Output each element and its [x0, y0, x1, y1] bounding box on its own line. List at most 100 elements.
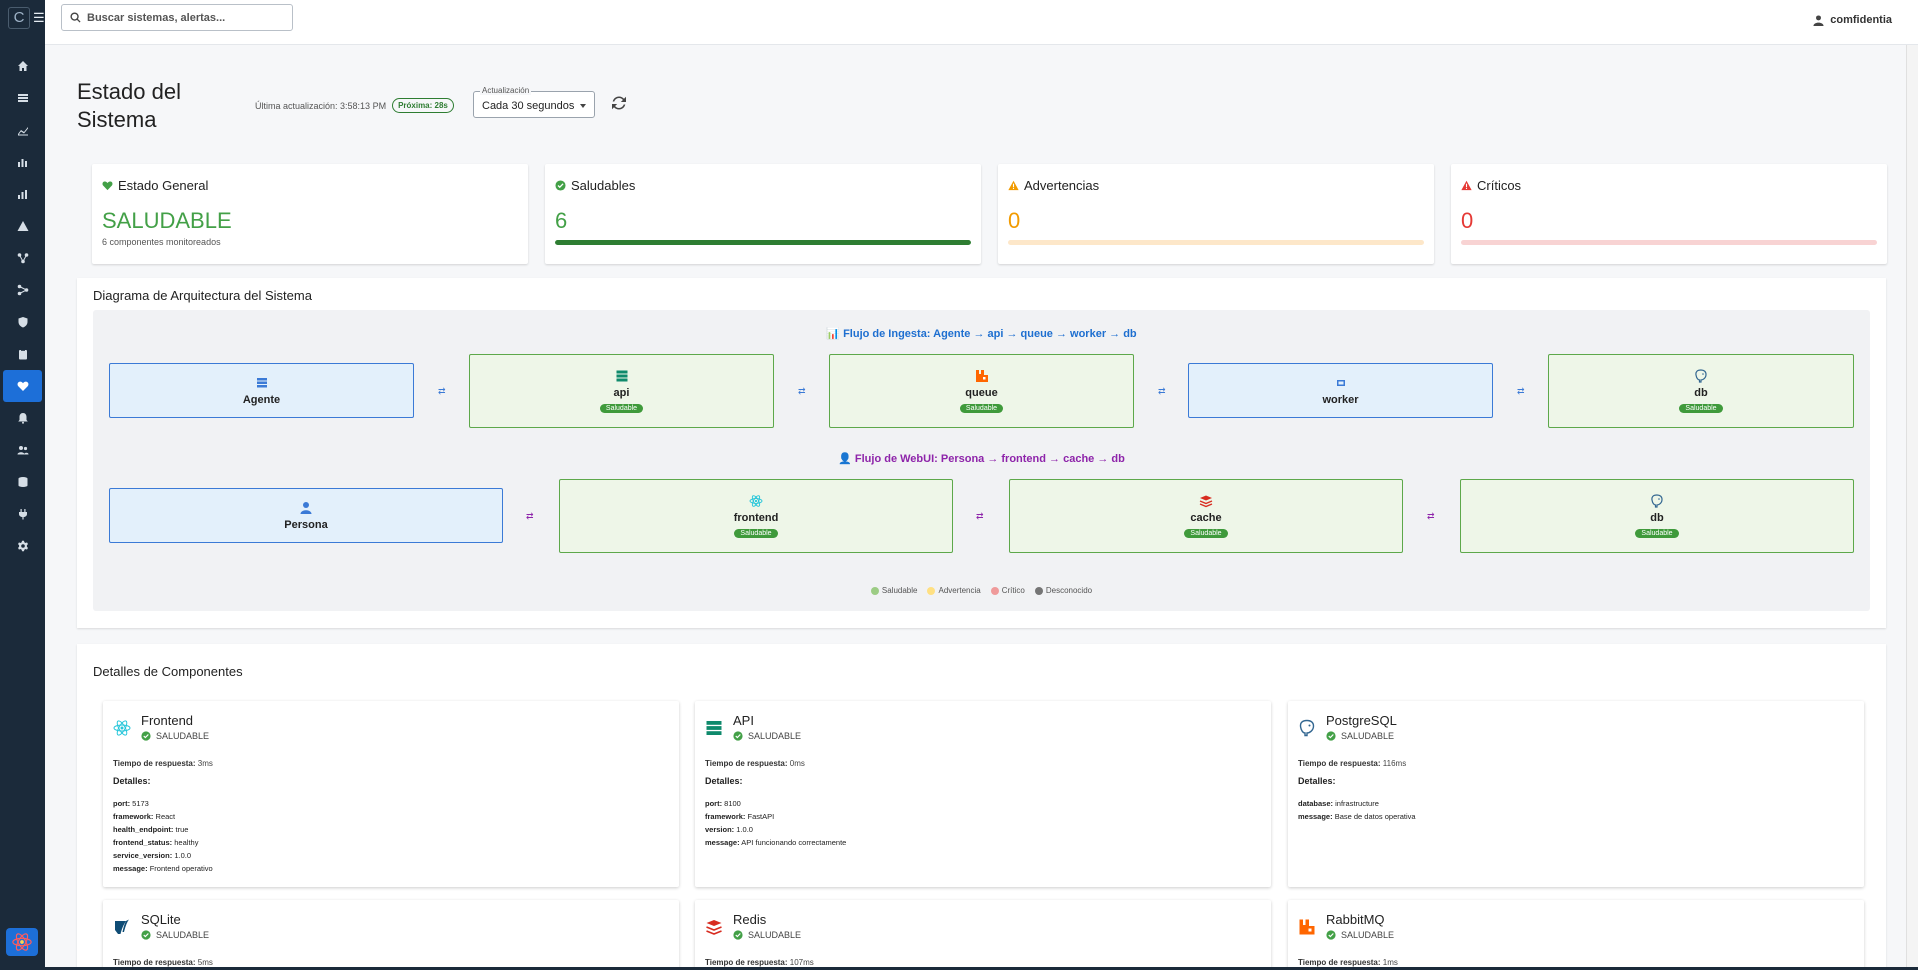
component-status: SALUDABLE — [141, 731, 209, 741]
component-card-frontend[interactable]: Frontend SALUDABLE Tiempo de respuesta: … — [103, 701, 679, 887]
response-value: 5ms — [197, 958, 213, 967]
response-value: 0ms — [789, 759, 805, 768]
react-query-devtools-button[interactable] — [6, 928, 38, 956]
component-card-rabbitmq[interactable]: RabbitMQ SALUDABLE Tiempo de respuesta: … — [1288, 900, 1864, 970]
last-updated-text: Última actualización: 3:58:13 PM — [255, 100, 387, 111]
node-agente[interactable]: Agente — [109, 363, 414, 418]
caret-down-icon — [580, 104, 586, 108]
node-frontend[interactable]: frontend Saludable — [559, 479, 953, 553]
sidebar-item-notifications[interactable] — [0, 402, 45, 434]
search-box[interactable] — [61, 4, 293, 31]
flow-arrow: ⇄ — [526, 511, 534, 521]
rabbitmq-icon — [975, 370, 988, 382]
detail-value: 5173 — [132, 799, 149, 808]
microchip-icon — [1336, 379, 1345, 386]
sidebar-item-home[interactable] — [0, 50, 45, 82]
server-icon — [256, 377, 267, 387]
response-time: Tiempo de respuesta: 107ms — [705, 958, 814, 967]
sidebar-item-alerts[interactable] — [0, 210, 45, 242]
component-card-redis[interactable]: Redis SALUDABLE Tiempo de respuesta: 107… — [695, 900, 1271, 970]
response-value: 3ms — [197, 759, 213, 768]
postgresql-icon — [1651, 494, 1663, 508]
detail-key: version: — [705, 825, 735, 834]
rabbitmq-icon — [1299, 919, 1315, 935]
stat-value: 0 — [1008, 208, 1021, 233]
response-label: Tiempo de respuesta: — [1298, 958, 1381, 967]
node-api[interactable]: api Saludable — [469, 354, 774, 428]
detail-key: service_version: — [113, 851, 173, 860]
stat-progress-bar — [1461, 240, 1877, 245]
node-worker[interactable]: worker — [1188, 363, 1493, 418]
detail-row: port: 5173 — [113, 797, 213, 810]
detail-row: message: Base de datos operativa — [1298, 810, 1416, 823]
detail-key: health_endpoint: — [113, 825, 174, 834]
details-title: Detalles: — [705, 776, 743, 786]
sidebar-item-topology[interactable] — [0, 274, 45, 306]
flow-arrow: ⇄ — [798, 386, 806, 396]
react-icon — [113, 720, 131, 736]
section-title: Diagrama de Arquitectura del Sistema — [93, 288, 312, 303]
components-section: Detalles de Componentes Frontend SALUDAB… — [77, 644, 1886, 970]
page-scrollbar[interactable] — [1906, 45, 1918, 970]
sidebar-item-settings[interactable] — [0, 530, 45, 562]
sidebar-item-tasks[interactable] — [0, 338, 45, 370]
heartbeat-icon — [17, 381, 28, 391]
sidebar-item-bar-chart[interactable] — [0, 146, 45, 178]
search-input[interactable] — [87, 11, 287, 24]
node-status-badge: Saludable — [734, 529, 778, 538]
detail-key: message: — [705, 838, 740, 847]
component-name: Frontend — [141, 713, 194, 728]
component-status: SALUDABLE — [1326, 731, 1394, 741]
analytics-icon — [17, 190, 27, 199]
response-time: Tiempo de respuesta: 3ms — [113, 759, 213, 768]
sidebar-item-users[interactable] — [0, 434, 45, 466]
component-card-sqlite[interactable]: SQLite SALUDABLE Tiempo de respuesta: 5m… — [103, 900, 679, 970]
react-icon — [749, 495, 763, 507]
clipboard-icon — [18, 348, 27, 360]
details-list: database: infrastructure message: Base d… — [1298, 797, 1416, 823]
node-queue[interactable]: queue Saludable — [829, 354, 1134, 428]
component-card-postgresql[interactable]: PostgreSQL SALUDABLE Tiempo de respuesta… — [1288, 701, 1864, 887]
node-db[interactable]: db Saludable — [1460, 479, 1854, 553]
node-status-badge: Saludable — [959, 404, 1004, 413]
legend-label: Advertencia — [938, 586, 981, 595]
sidebar-item-list[interactable] — [0, 82, 45, 114]
refresh-interval-select[interactable]: Actualización Cada 30 segundos — [473, 86, 595, 118]
node-persona[interactable]: Persona — [109, 488, 503, 543]
detail-key: database: — [1298, 799, 1334, 808]
sidebar-item-database[interactable] — [0, 466, 45, 498]
menu-icon[interactable]: ☰ — [33, 10, 45, 25]
node-label: db — [1650, 512, 1664, 524]
detail-key: message: — [1298, 812, 1333, 821]
sidebar-item-analytics[interactable] — [0, 178, 45, 210]
legend-label: Crítico — [1001, 586, 1025, 595]
stat-card-critical: Críticos 0 — [1451, 164, 1887, 264]
architecture-diagram-section: Diagrama de Arquitectura del Sistema 📊 F… — [77, 278, 1886, 628]
refresh-button[interactable] — [610, 94, 628, 112]
sidebar-item-health[interactable] — [3, 370, 42, 402]
postgresql-icon — [1299, 719, 1315, 737]
sidebar-item-security[interactable] — [0, 306, 45, 338]
detail-value: 1.0.0 — [736, 825, 753, 834]
legend-label: Saludable — [881, 586, 918, 595]
detail-key: frontend_status: — [113, 838, 173, 847]
bar-chart-icon — [17, 159, 27, 167]
component-name: RabbitMQ — [1326, 912, 1385, 927]
sidebar-item-network[interactable] — [0, 242, 45, 274]
node-db[interactable]: db Saludable — [1548, 354, 1854, 428]
response-value: 107ms — [789, 958, 814, 967]
sidebar-item-plugins[interactable] — [0, 498, 45, 530]
component-status: SALUDABLE — [1326, 930, 1394, 940]
app-logo[interactable]: C — [8, 7, 30, 29]
component-card-api[interactable]: API SALUDABLE Tiempo de respuesta: 0ms D… — [695, 701, 1271, 887]
detail-row: frontend_status: healthy — [113, 836, 213, 849]
response-label: Tiempo de respuesta: — [113, 759, 196, 768]
node-cache[interactable]: cache Saludable — [1009, 479, 1403, 553]
detail-row: message: API funcionando correctamente — [705, 836, 846, 849]
user-menu[interactable]: comfidentia — [1813, 14, 1892, 26]
sidebar-item-trend[interactable] — [0, 114, 45, 146]
detail-key: port: — [705, 799, 723, 808]
detail-key: framework: — [113, 812, 154, 821]
detail-value: infrastructure — [1335, 799, 1379, 808]
stat-progress-bar — [555, 240, 971, 245]
